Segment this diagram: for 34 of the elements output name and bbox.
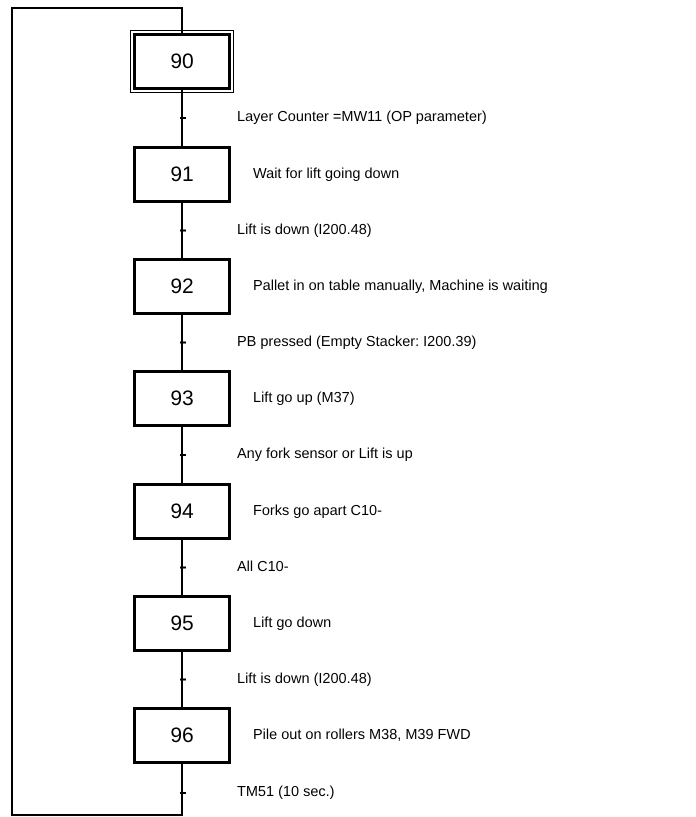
connector-line xyxy=(181,90,183,146)
transition-condition: Any fork sensor or Lift is up xyxy=(235,446,415,462)
transition-condition: TM51 (10 sec.) xyxy=(235,784,336,800)
step-number: 94 xyxy=(170,500,194,524)
step-number: 92 xyxy=(170,274,194,298)
connector-line xyxy=(181,203,183,258)
step-box xyxy=(133,483,231,540)
action-text: Lift go up (M37) xyxy=(253,390,355,406)
transition-condition: PB pressed (Empty Stacker: I200.39) xyxy=(235,334,478,350)
step-number: 90 xyxy=(170,50,194,74)
initial-step-box xyxy=(133,33,231,90)
step-number: 93 xyxy=(170,386,194,410)
action-text: Lift go down xyxy=(253,614,332,630)
step-box xyxy=(133,707,231,764)
connector-line xyxy=(181,652,183,707)
step-number: 95 xyxy=(170,612,194,636)
step-number: 96 xyxy=(170,724,194,748)
transition-condition: All C10- xyxy=(235,558,291,574)
transition-condition: Lift is down (I200.48) xyxy=(235,222,374,238)
connector-line xyxy=(181,427,183,483)
action-text: Pallet in on table manually, Machine is waiting xyxy=(253,278,548,294)
step-box xyxy=(133,370,231,427)
transition-condition: Lift is down (I200.48) xyxy=(235,670,374,686)
action-text: Forks go apart C10- xyxy=(253,502,382,518)
step-number: 91 xyxy=(170,162,194,186)
connector-line xyxy=(11,7,183,816)
step-box xyxy=(133,258,231,315)
connector-line xyxy=(181,315,183,370)
transition-condition: Layer Counter =MW11 (OP parameter) xyxy=(235,109,489,125)
connector-line xyxy=(181,540,183,595)
step-box xyxy=(133,595,231,652)
step-box xyxy=(133,146,231,203)
action-text: Wait for lift going down xyxy=(253,166,400,182)
action-text: Pile out on rollers M38, M39 FWD xyxy=(253,726,471,742)
